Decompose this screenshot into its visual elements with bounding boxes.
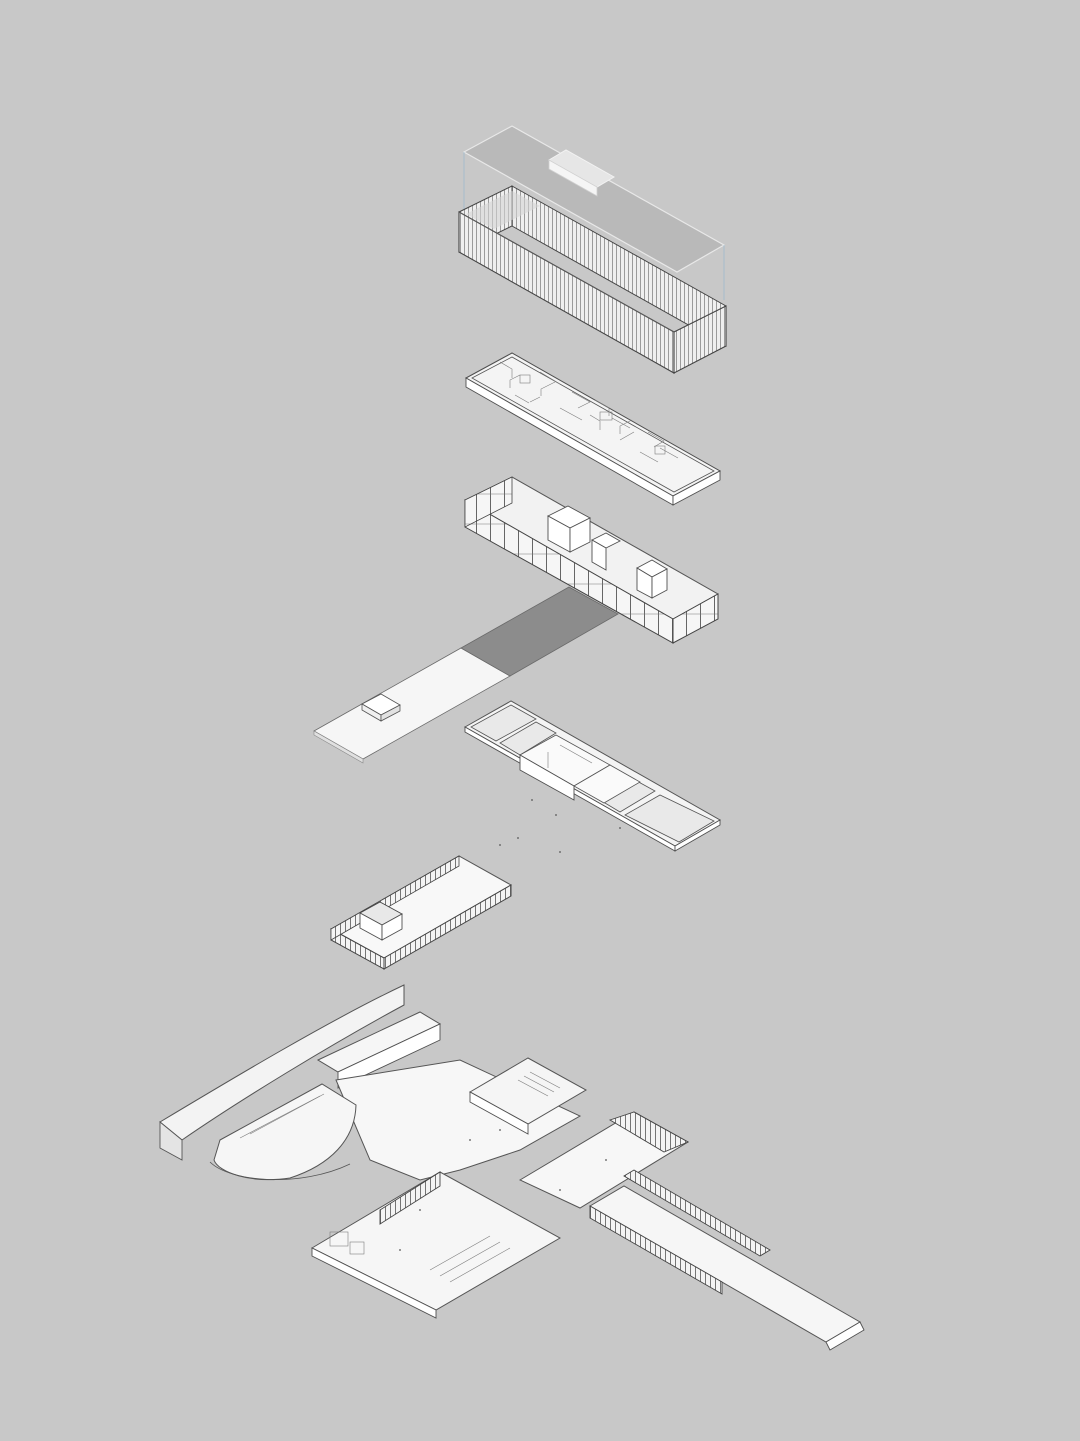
roof-layer (462, 125, 726, 300)
glazed-floor-layer (464, 476, 719, 644)
basement-layer (159, 984, 865, 1351)
ground-floor-layer (463, 700, 722, 853)
upper-floor-layer (464, 352, 722, 506)
pavilion-layer (329, 855, 513, 970)
plaza-slab-layer (313, 586, 619, 764)
facade-box-layer (458, 185, 727, 374)
